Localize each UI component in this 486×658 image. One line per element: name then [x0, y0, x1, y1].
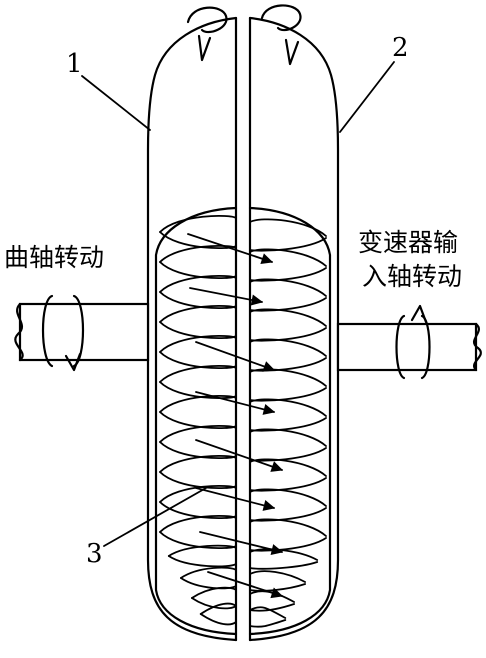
pump-inner-chamber [154, 206, 238, 636]
flow-arrowhead-5 [270, 461, 284, 472]
label-crankshaft-rotation: 曲轴转动 [4, 243, 105, 272]
flow-arrowhead-8 [270, 587, 284, 599]
pump-blade-top-13 [180, 566, 237, 579]
pump-blade-bottom-15 [199, 613, 237, 626]
pump-blade-top-2 [159, 244, 237, 263]
turbine-blade-top-15 [249, 606, 287, 619]
turbine-blade-top-12 [249, 548, 319, 561]
gearbox-input-shaft [336, 322, 478, 372]
label-gearbox-input-line1: 变速器输 [358, 228, 459, 257]
pump-blade-bottom-14 [191, 597, 237, 610]
converter-housing [146, 4, 340, 642]
pump-blade-top-12 [167, 544, 237, 557]
turbine-blade-top-11 [249, 518, 327, 537]
pump-blade-top-11 [159, 514, 237, 533]
pump-blade-top-1 [159, 214, 237, 233]
crankshaft-rotation-arc [41, 294, 54, 368]
crankshaft-rotation-arrowhead [64, 352, 82, 372]
label-part-3: 3 [86, 539, 103, 569]
turbine-blade-bottom-15 [249, 619, 287, 628]
flow-arrow-shaft-8 [207, 571, 283, 597]
pump-blade-bottom-12 [167, 555, 237, 568]
flow-arrow-shaft-7 [199, 531, 283, 553]
flow-arrowhead-3 [262, 361, 276, 372]
leader-lines [81, 61, 395, 547]
flow-arrow-shaft-1 [187, 233, 273, 263]
flow-arrows [187, 233, 284, 599]
label-gearbox-input-line2: 入轴转动 [362, 262, 463, 291]
turbine-blade-top-9 [249, 458, 327, 477]
pump-blade-top-10 [159, 484, 237, 503]
flow-arrowhead-7 [270, 544, 284, 555]
leader-part-2 [339, 61, 395, 133]
gearbox-shaft-rotation-arrowhead [410, 304, 428, 324]
turbine-blade-top-1 [249, 218, 327, 237]
flow-arrow-shaft-4 [195, 391, 275, 413]
flow-arrow-shaft-2 [189, 287, 263, 303]
pump-blade-top-5 [159, 334, 237, 353]
gearbox-shaft-rotation-arc [395, 314, 406, 380]
leader-part-3 [103, 487, 207, 547]
gearbox-shaft-break-line [472, 322, 482, 372]
turbine-blade-top-6 [249, 368, 327, 387]
flow-arrow-shaft-3 [195, 341, 275, 371]
pump-rotation-arc [186, 6, 228, 34]
turbine-blade-bottom-12 [249, 561, 319, 570]
turbine-blade-top-10 [249, 488, 327, 507]
turbine-blade-top-4 [249, 308, 327, 327]
turbine-rotation-arc [260, 4, 302, 32]
turbine-inner-chamber [248, 206, 332, 636]
turbine-blade-top-5 [249, 338, 327, 357]
shafts [14, 294, 482, 380]
leader-part-1 [81, 75, 151, 131]
pump-shell-outline [146, 16, 238, 642]
flow-arrow-shaft-6 [195, 487, 275, 509]
turbine-rotation-arrowhead [284, 38, 300, 66]
turbine-shell-outline [248, 16, 340, 642]
turbine-blade-top-7 [249, 398, 327, 417]
pump-blade-top-7 [159, 394, 237, 413]
pump-blade-top-3 [159, 274, 237, 293]
pump-blade-top-8 [159, 424, 237, 443]
pump-blade-top-6 [159, 364, 237, 383]
pump-blade-top-15 [199, 602, 237, 615]
flow-arrowhead-6 [262, 500, 276, 511]
flow-arrowhead-2 [250, 294, 264, 306]
pump-blade-top-9 [159, 454, 237, 473]
flow-arrowhead-4 [262, 404, 276, 415]
pump-rotation-arrowhead [197, 34, 212, 62]
turbine-blade-top-13 [249, 570, 306, 583]
crankshaft-break-line [14, 302, 24, 362]
turbine-blade-top-3 [249, 278, 327, 297]
label-part-1: 1 [66, 49, 83, 79]
pump-blade-top-14 [191, 586, 237, 599]
flow-arrow-shaft-5 [195, 439, 283, 471]
pump-blade-top-4 [159, 304, 237, 323]
turbine-blade-top-8 [249, 428, 327, 447]
turbine-blade-top-2 [249, 248, 327, 267]
converter-blades [159, 214, 327, 628]
label-part-2: 2 [392, 33, 409, 63]
flow-arrowhead-1 [260, 253, 274, 265]
